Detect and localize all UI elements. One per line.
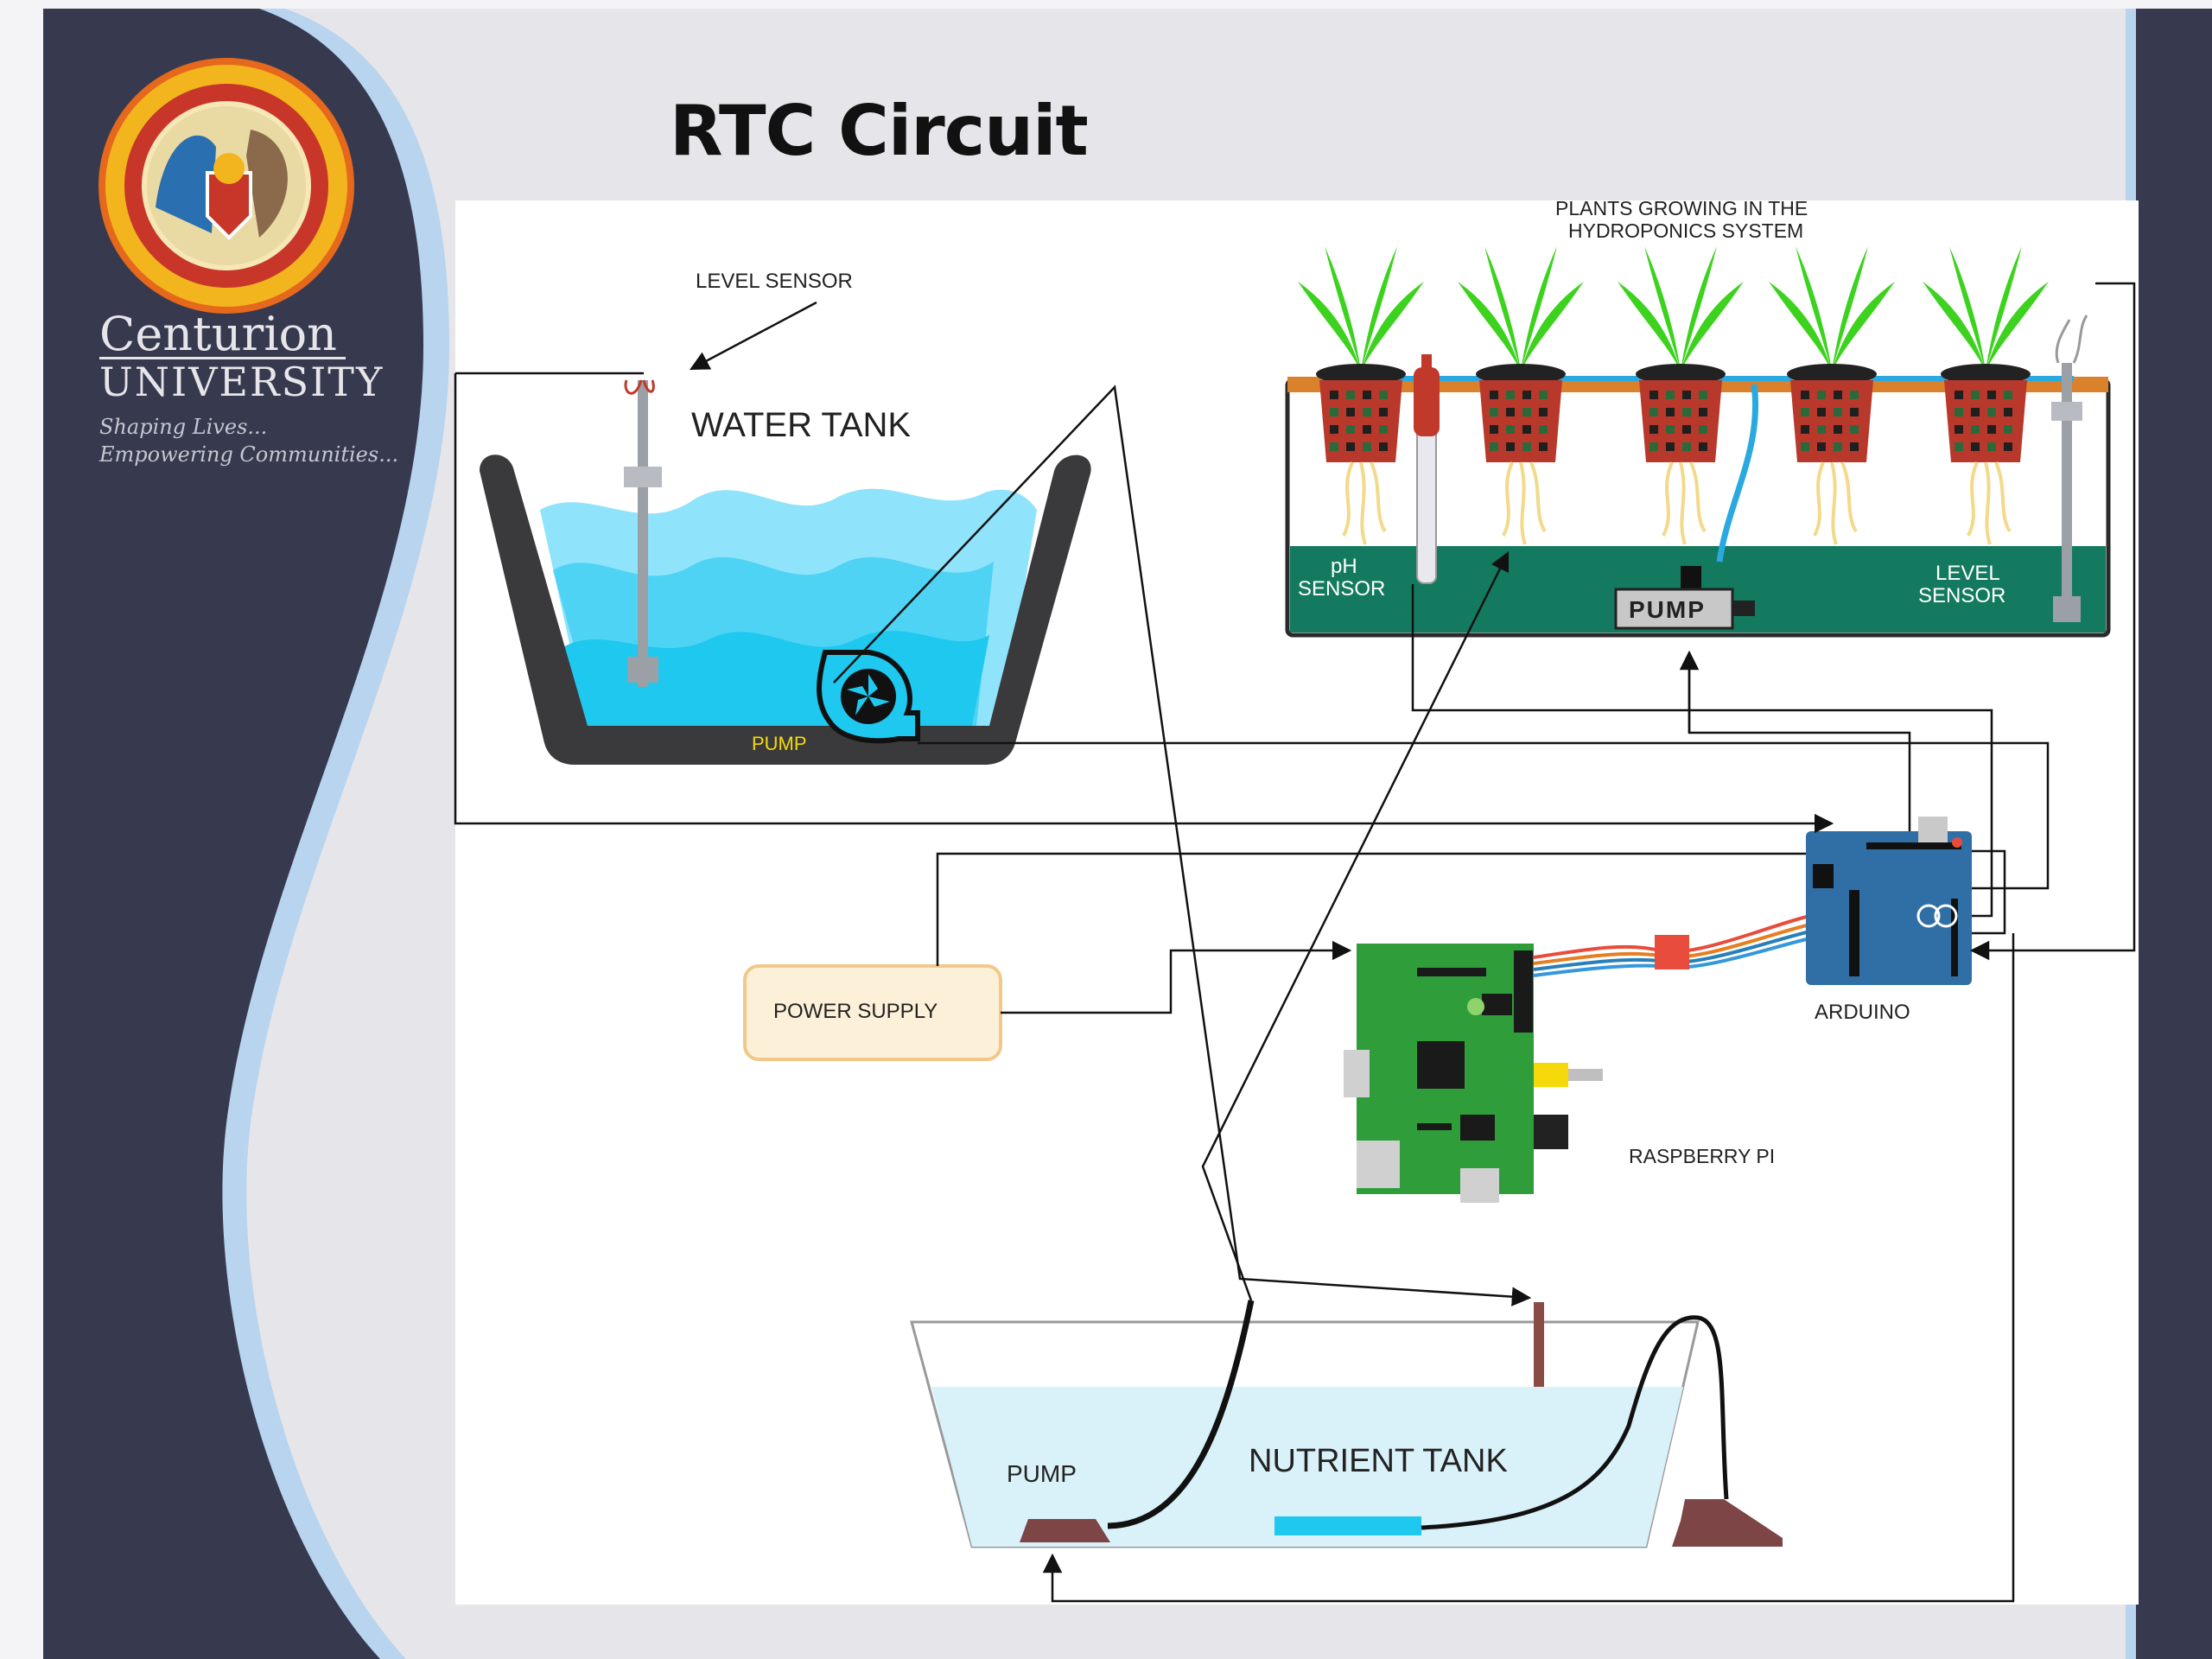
hydroponics-system (1285, 246, 2111, 638)
hydro-level-sensor-label-line-1: LEVEL (1936, 562, 2000, 585)
hydroponics-label-line-1: PLANTS GROWING IN THE (1555, 197, 1808, 219)
hydroponics-label-line-2: HYDROPONICS SYSTEM (1568, 219, 1804, 242)
arduino-board (1806, 817, 1972, 985)
university-subname: UNIVERSITY (99, 359, 385, 405)
raspberry-pi-label: RASPBERRY PI (1629, 1145, 1776, 1167)
water-tank-pump-label: PUMP (752, 733, 807, 754)
slide-title: RTC Circuit (670, 91, 1089, 171)
nutrient-tank (910, 1300, 1783, 1548)
water-tank-label: WATER TANK (691, 406, 912, 444)
right-bar (2134, 9, 2212, 1659)
hydro-level-sensor-label-line-2: SENSOR (1918, 584, 2006, 607)
sidebar (43, 9, 423, 1659)
level-sensor-label: LEVEL SENSOR (696, 270, 853, 293)
nutrient-pump-label: PUMP (1007, 1460, 1077, 1487)
university-seal-logo (99, 58, 354, 314)
nutrient-tank-label: NUTRIENT TANK (1249, 1443, 1508, 1479)
tagline-line-1: Shaping Lives... (99, 415, 268, 439)
water-tank (480, 379, 1091, 765)
connection-wires (454, 282, 2136, 1603)
plant-pot (1617, 246, 1745, 545)
plant-pot (1457, 246, 1585, 545)
hydro-pump-label: PUMP (1629, 596, 1706, 623)
brand-divider (99, 357, 346, 359)
tagline-line-2: Empowering Communities... (99, 442, 399, 467)
plant-pot (1768, 246, 1896, 545)
plant-pot (1297, 246, 1425, 545)
arduino-label: ARDUINO (1815, 1001, 1910, 1024)
university-name: Centurion (99, 307, 337, 361)
ph-sensor-label-line-2: SENSOR (1298, 577, 1386, 601)
power-supply-label: POWER SUPPLY (773, 1000, 938, 1023)
plant-pot (1922, 246, 2050, 545)
ribbon-cable (1533, 914, 1811, 977)
ph-sensor-label-line-1: pH (1331, 555, 1357, 578)
raspberry-pi-board (1344, 944, 1603, 1203)
